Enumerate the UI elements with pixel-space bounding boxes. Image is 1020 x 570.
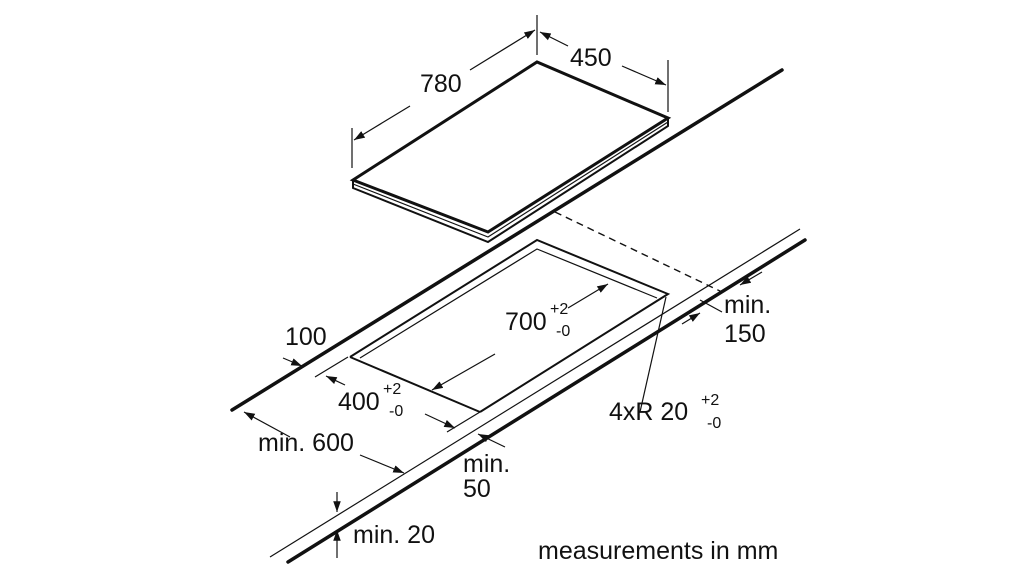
dim-line-700 [431,353,496,391]
dim-line-600 [359,454,405,474]
worktop-front-top-edge [269,228,801,558]
hob-projection-dashed-line [554,211,723,293]
worktop-front-bottom-edge [286,238,807,564]
dim-side-clearance-1: min. [724,291,771,319]
cutout-outline [349,238,671,413]
dim-cutout-width: 400 [338,388,380,416]
dim-arrow-150 [739,271,763,286]
dim-arrow-50 [477,433,506,448]
dim-line-600 [243,411,291,438]
cutout [349,238,671,413]
tolerance-plus: +2 [383,381,401,398]
dim-line-780 [353,105,411,141]
dim-line-400 [325,375,346,386]
dim-arrow-150 [681,312,701,325]
extension-line [699,299,723,313]
dim-arrow-100 [282,357,303,367]
dim-line-700 [567,283,609,309]
dim-line-400 [424,413,456,429]
dim-rear-clearance: 100 [285,323,327,351]
cutout-inner-edge [359,248,658,359]
extension-line [446,411,481,433]
dim-front-clearance-1: min. [463,450,510,478]
worktop [230,68,807,564]
units-note: measurements in mm [538,537,778,565]
tolerance-plus: +2 [701,392,719,409]
hob [349,60,672,244]
extension-line [314,356,349,378]
hob-frame [352,118,669,244]
dim-line-780 [469,29,536,71]
dim-hob-length: 780 [420,70,462,98]
dim-cutout-length: 700 [505,308,547,336]
hob-frame-line [352,121,669,238]
cutout-front-edge [349,356,481,413]
dim-hob-width: 450 [570,44,612,72]
tolerance-minus: -0 [556,323,570,340]
dim-worktop-thickness: min. 20 [353,521,435,549]
tolerance-minus: -0 [389,403,403,420]
dim-corner-radius: 4xR 20 [609,398,688,426]
tolerance-plus: +2 [550,301,568,318]
dim-line-450 [539,31,569,47]
dim-side-clearance-2: 150 [724,320,766,348]
dim-worktop-depth: min. 600 [258,429,354,457]
worktop-back-edge [230,68,784,412]
tolerance-minus: -0 [707,415,721,432]
dim-line-450 [621,65,667,86]
radius-leader-line [639,296,667,413]
dim-front-clearance-2: 50 [463,475,491,503]
